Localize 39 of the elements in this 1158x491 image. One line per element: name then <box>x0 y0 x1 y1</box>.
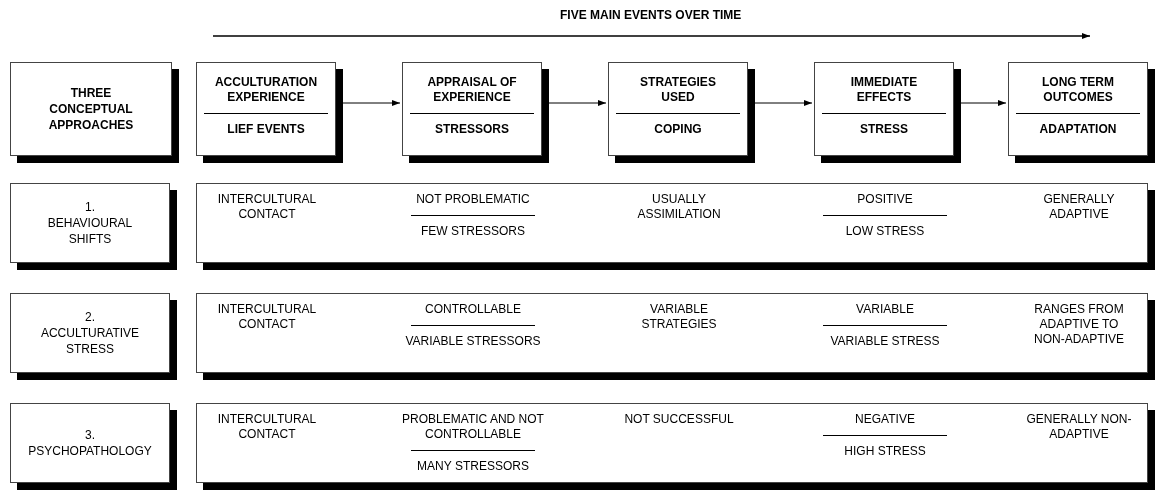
cell-text: VARIABLE STRESS <box>830 334 940 349</box>
cell-text: PROBLEMATIC AND NOT CONTROLLABLE <box>401 412 545 442</box>
cell-text: VARIABLE STRATEGIES <box>640 302 718 332</box>
approach-label: 2. ACCULTURATIVE STRESS <box>40 309 140 357</box>
cell-text: USUALLY ASSIMILATION <box>636 192 722 222</box>
cell-text: RANGES FROM ADAPTIVE TO NON-ADAPTIVE <box>1033 302 1125 347</box>
box-subheading: STRESSORS <box>435 122 509 137</box>
box-heading: ACCULTURATION EXPERIENCE <box>214 75 318 105</box>
cell-text: GENERALLY NON-ADAPTIVE <box>1025 412 1133 442</box>
cell-text: VARIABLE STRESSORS <box>405 334 541 349</box>
box-subheading: ADAPTATION <box>1039 122 1117 137</box>
cell-text: GENERALLY ADAPTIVE <box>1042 192 1116 222</box>
box-heading: APPRAISAL OF EXPERIENCE <box>426 75 518 105</box>
cell-text: POSITIVE <box>857 192 913 207</box>
box-subheading: STRESS <box>860 122 908 137</box>
arrow <box>960 100 1007 106</box>
cell-text: HIGH STRESS <box>844 444 926 459</box>
box-subheading: LIEF EVENTS <box>227 122 305 137</box>
approach-label: 1. BEHAVIOURAL SHIFTS <box>46 199 134 247</box>
cell-text: NEGATIVE <box>855 412 915 427</box>
cell-text: NOT SUCCESSFUL <box>624 412 734 427</box>
cell-text: NOT PROBLEMATIC <box>416 192 530 207</box>
cell-text: MANY STRESSORS <box>417 459 529 474</box>
timeline-title: FIVE MAIN EVENTS OVER TIME <box>560 7 742 24</box>
box-heading: LONG TERM OUTCOMES <box>1041 75 1115 105</box>
arrow <box>754 100 813 106</box>
arrow <box>548 100 607 106</box>
approach-label: 3. PSYCHOPATHOLOGY <box>28 427 152 459</box>
box-heading: STRATEGIES USED <box>639 75 717 105</box>
cell-text: INTERCULTURAL CONTACT <box>216 412 318 442</box>
cell-text: CONTROLLABLE <box>425 302 521 317</box>
cell-text: INTERCULTURAL CONTACT <box>216 302 318 332</box>
cell-text: INTERCULTURAL CONTACT <box>216 192 318 222</box>
cell-text: LOW STRESS <box>845 224 925 239</box>
box-heading: IMMEDIATE EFFECTS <box>849 75 919 105</box>
approach-label: THREE CONCEPTUAL APPROACHES <box>47 85 135 133</box>
box-subheading: COPING <box>654 122 702 137</box>
cell-text: FEW STRESSORS <box>421 224 525 239</box>
cell-text: VARIABLE <box>856 302 914 317</box>
